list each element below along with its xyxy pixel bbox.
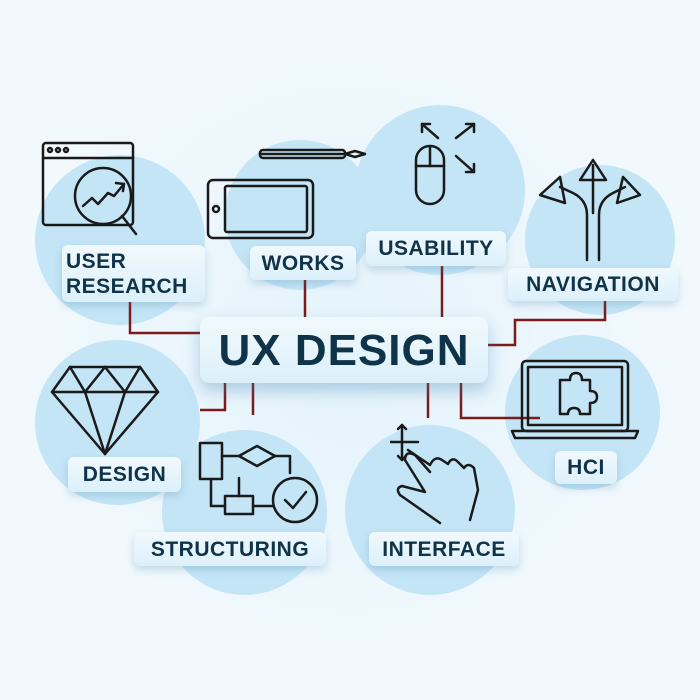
label-navigation: NAVIGATION (526, 273, 660, 296)
central-title: UX DESIGN (200, 317, 488, 383)
laptop-puzzle-icon (510, 359, 640, 440)
label-structuring: STRUCTURING (150, 537, 310, 561)
mouse-expand-icon (414, 122, 476, 206)
label-interface: INTERFACE (382, 537, 506, 561)
node-usability: USABILITY (366, 231, 506, 266)
node-navigation: NAVIGATION (508, 268, 678, 301)
touch-gesture-icon (390, 423, 480, 525)
node-user-research: USER RESEARCH (62, 245, 205, 302)
label-design: DESIGN (82, 463, 167, 486)
node-works: WORKS (250, 246, 356, 280)
title-text: UX DESIGN (218, 325, 470, 375)
node-interface: INTERFACE (369, 532, 519, 566)
circle-interface (345, 425, 515, 595)
label-hci: HCI (567, 456, 605, 479)
diamond-icon (50, 365, 160, 456)
label-works: WORKS (261, 251, 345, 275)
label-user-research: USER RESEARCH (66, 249, 188, 298)
direction-arrows-icon (538, 158, 642, 262)
circle-structuring (162, 430, 327, 595)
label-usability: USABILITY (378, 237, 494, 260)
node-hci: HCI (555, 451, 617, 484)
node-structuring: STRUCTURING (134, 532, 326, 566)
node-design: DESIGN (68, 457, 181, 492)
magnifier-chart-icon (41, 141, 138, 236)
flowchart-icon (198, 441, 319, 524)
pen-tablet-icon (206, 148, 367, 240)
